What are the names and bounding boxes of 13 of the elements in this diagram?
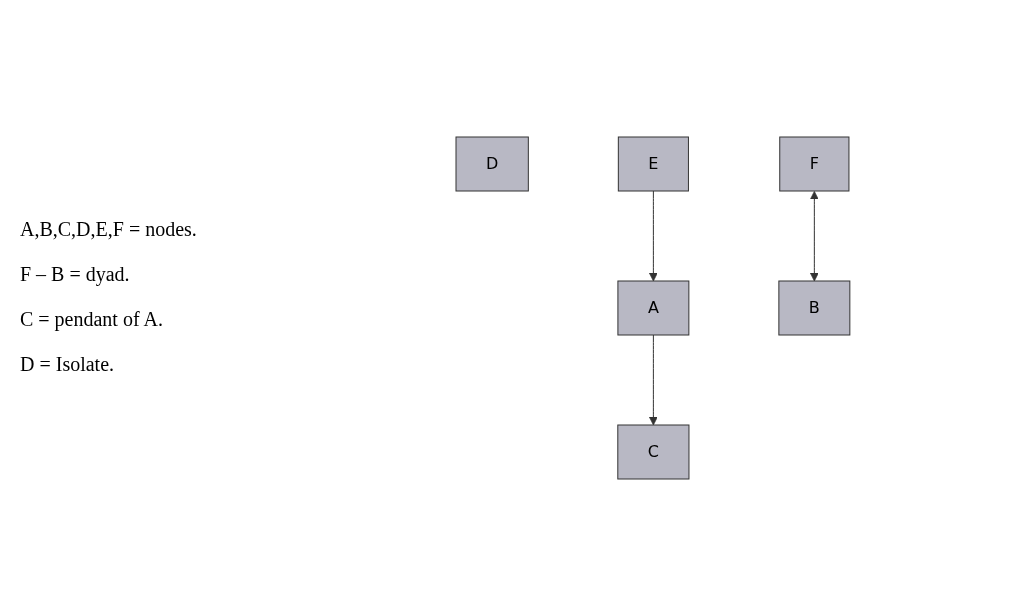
arrow xyxy=(809,191,819,282)
node-box: B xyxy=(777,280,850,336)
arrow xyxy=(648,334,658,426)
note-text: F – B = dyad. xyxy=(20,263,131,286)
node-box: C xyxy=(616,424,690,480)
node-box: F xyxy=(778,136,850,192)
note-text: A,B,C,D,E,F = nodes. xyxy=(20,218,198,241)
arrow xyxy=(648,190,658,282)
node-box: A xyxy=(617,280,689,336)
node-box: E xyxy=(617,136,689,192)
note-text: D = Isolate. xyxy=(20,353,116,376)
note-text: C = pendant of A. xyxy=(20,308,164,331)
node-box: D xyxy=(455,136,529,192)
